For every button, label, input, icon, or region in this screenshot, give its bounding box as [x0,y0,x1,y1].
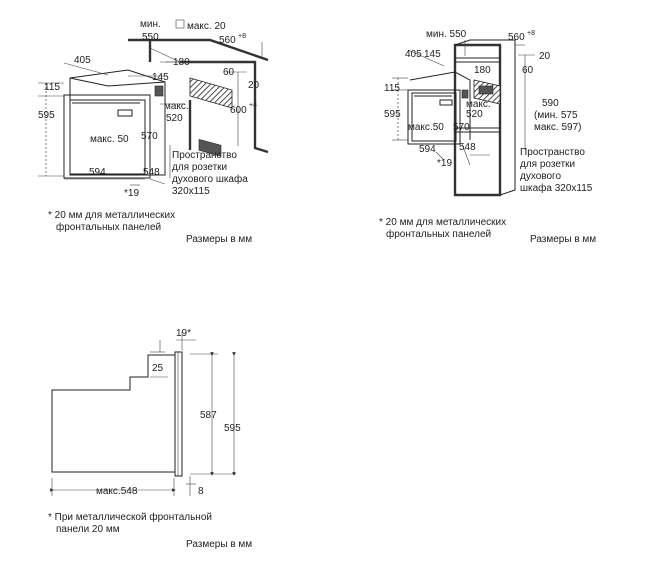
d2-405: 405 [405,49,422,60]
d1-145: 145 [152,72,169,83]
d2-520: 520 [466,109,483,120]
d1-footnote-2: фронтальных панелей [56,221,161,233]
d2-max: макс. [466,99,491,110]
d1-520: 520 [166,113,183,124]
d2-space-2: для розетки [520,159,575,170]
d2-560-sup: +8 [527,30,535,37]
d1-min550: 550 [142,32,159,43]
d3-front-panel [174,351,183,477]
d1-520-max: макс. [164,101,189,112]
d1-600-sup: +4 [249,102,257,109]
d2-oven-body [409,71,471,140]
d1-560: 560 [219,35,236,46]
d2-units: Размеры в мм [530,234,596,245]
d2-590-max: макс. 597) [534,122,582,133]
d3-oven-side-outline [51,354,176,473]
d3-footnote-2: панели 20 мм [56,524,120,535]
d2-space-1: Пространство [520,147,585,158]
d2-548: 548 [459,142,476,153]
d3-max548: макс.548 [96,486,138,497]
d2-oven-front [407,89,461,145]
d3-595: 595 [224,423,241,434]
socket-block [198,138,222,157]
d2-20: 20 [539,51,551,62]
d1-min-label: мин. [140,19,161,30]
d2-570: 570 [453,122,470,133]
d1-600: 600 [230,105,247,116]
d1-max-box [175,19,185,29]
d3-footnote-1: * При металлической фронтальной [48,511,212,523]
d1-594: 594 [89,167,106,178]
d1-footnote-1: * 20 мм для металлических [48,210,175,221]
d2-595: 595 [384,109,401,120]
d2-594: 594 [419,144,436,155]
d1-115: 115 [44,82,60,93]
d2-590-min: (мин. 575 [534,110,578,121]
d1-units: Размеры в мм [186,234,252,245]
d2-180: 180 [474,65,491,76]
d2-590: 590 [542,98,559,109]
d1-star19: *19 [124,188,139,199]
d3-19star: 19* [176,328,191,339]
d2-space-4: шкафа 320x115 [520,182,593,194]
d1-570: 570 [141,131,158,142]
d1-548: 548 [143,167,160,178]
diagram-side-section: 19* 25 587 595 макс.548 8 * При металлич… [48,328,252,550]
d1-405: 405 [74,55,91,66]
d2-footnote-2: фронтальных панелей [386,228,491,240]
d3-25: 25 [152,363,164,374]
d1-595: 595 [38,110,55,121]
d3-8: 8 [198,486,204,497]
d1-180: 180 [173,57,190,68]
d2-115: 115 [384,83,400,94]
d1-space-2: для розетки [172,162,227,173]
d2-60: 60 [522,65,534,76]
d2-145: 145 [424,49,441,60]
d2-560: 560 [508,32,525,43]
d1-560-sup: +8 [238,33,246,40]
d1-max50: макс. 50 [90,134,129,145]
d1-space-3: духового шкафа [172,173,248,185]
d1-space-1: Пространство [172,150,237,161]
oven-front [63,94,151,179]
d3-587: 587 [200,410,217,421]
d2-star19: *19 [437,158,452,169]
d1-60: 60 [223,67,235,78]
diagram-tall-cabinet: мин. 550 560 +8 20 405 145 180 60 115 ма… [379,29,596,245]
socket-recess [189,77,233,109]
d1-20: 20 [248,80,260,91]
d1-space-4: 320x115 [172,186,210,197]
diagram-under-counter: мин. макс. 20 550 560 +8 405 180 60 115 … [38,19,269,245]
d3-units: Размеры в мм [186,539,252,550]
d2-footnote-1: * 20 мм для металлических [379,217,506,228]
countertop-outline [128,38,269,62]
d2-space-3: духового [520,171,561,182]
d2-min550: мин. 550 [426,29,467,40]
d1-max20: макс. 20 [187,21,226,32]
d2-max50: макс.50 [408,122,444,133]
